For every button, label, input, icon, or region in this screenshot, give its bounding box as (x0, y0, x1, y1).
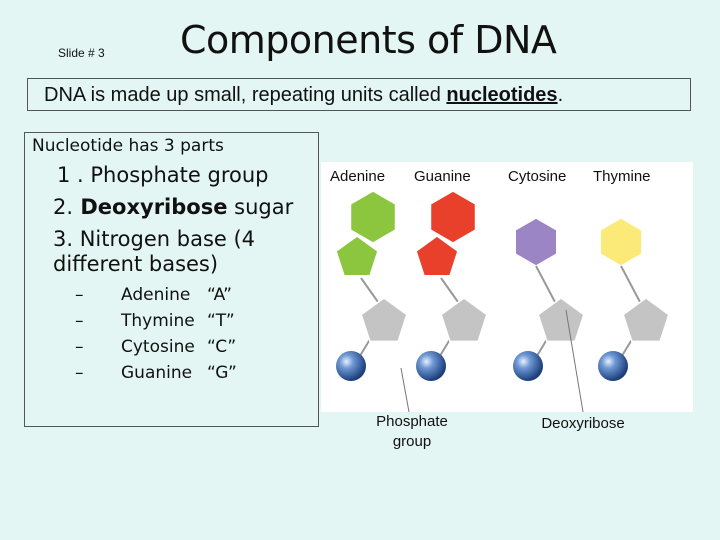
adenine-base-pentagon (335, 235, 379, 277)
deoxyribose-sugar (360, 297, 408, 343)
base-name: Thymine (121, 311, 195, 331)
slide-number: Slide # 3 (58, 46, 105, 60)
base-name: Cytosine (121, 337, 195, 357)
part-2-bold: Deoxyribose (73, 195, 228, 219)
base-sugar-bond (360, 277, 379, 303)
phosphate-ball (336, 351, 366, 381)
deoxyribose-sugar (440, 297, 488, 343)
label-adenine: Adenine (328, 168, 388, 185)
nucleotide-diagram (335, 190, 670, 413)
phosphate-ball (416, 351, 446, 381)
deoxyribose-sugar (537, 297, 585, 343)
nucleotide-parts-box: Nucleotide has 3 parts 1 . Phosphate gro… (24, 132, 319, 427)
base-letter: “C” (207, 337, 237, 357)
intro-box: DNA is made up small, repeating units ca… (27, 78, 691, 111)
base-letter: “G” (207, 363, 237, 383)
label-thymine: Thymine (591, 168, 653, 185)
nucleotide-group (335, 190, 670, 381)
bullet-dash: – (75, 311, 84, 331)
bullet-dash: – (75, 337, 84, 357)
part-1-text: Phosphate group (83, 163, 269, 187)
intro-text: DNA is made up small, repeating units ca… (44, 84, 563, 107)
label-guanine: Guanine (412, 168, 473, 185)
bullet-dash: – (75, 363, 84, 383)
deoxyribose-sugar (622, 297, 670, 343)
intro-prefix: DNA is made up small, repeating units ca… (44, 84, 447, 106)
part-2-number: 2. (53, 195, 74, 219)
base-sugar-bond (535, 265, 556, 303)
phosphate-pointer-line (400, 367, 410, 413)
part-3-text: Nitrogen base (4 different bases) (53, 227, 256, 277)
page-title: Components of DNA (180, 18, 557, 62)
base-letter: “T” (207, 311, 235, 331)
base-letter: “A” (207, 285, 232, 305)
caption-deoxyribose: Deoxyribose (541, 415, 625, 432)
deoxyribose-pointer-line (565, 309, 584, 413)
base-name: Adenine (121, 285, 191, 305)
label-cytosine: Cytosine (506, 168, 569, 185)
base-sugar-bond (620, 265, 641, 303)
thymine-base-hexagon (599, 217, 643, 267)
part-3: 3. Nitrogen base (4 different bases) (53, 227, 293, 277)
guanine-base-pentagon (415, 235, 459, 277)
part-1-number: 1 . (57, 163, 84, 187)
adenine-base-hexagon (349, 190, 397, 244)
bullet-dash: – (75, 285, 84, 305)
part-2: 2. Deoxyribose sugar (53, 195, 293, 220)
intro-suffix: . (557, 84, 564, 106)
part-2-text: sugar (227, 195, 294, 219)
cytosine-base-hexagon (514, 217, 558, 267)
part-1: 1 . Phosphate group (57, 163, 268, 188)
part-3-number: 3. (53, 227, 74, 251)
phosphate-ball (598, 351, 628, 381)
base-name: Guanine (121, 363, 193, 383)
guanine-base-hexagon (429, 190, 477, 244)
caption-phosphate-group: Phosphate group (376, 413, 448, 451)
base-sugar-bond (440, 277, 459, 303)
intro-term: nucleotides (446, 84, 558, 106)
nucleotide-figure (321, 162, 693, 413)
phosphate-ball (513, 351, 543, 381)
parts-heading: Nucleotide has 3 parts (32, 136, 224, 156)
